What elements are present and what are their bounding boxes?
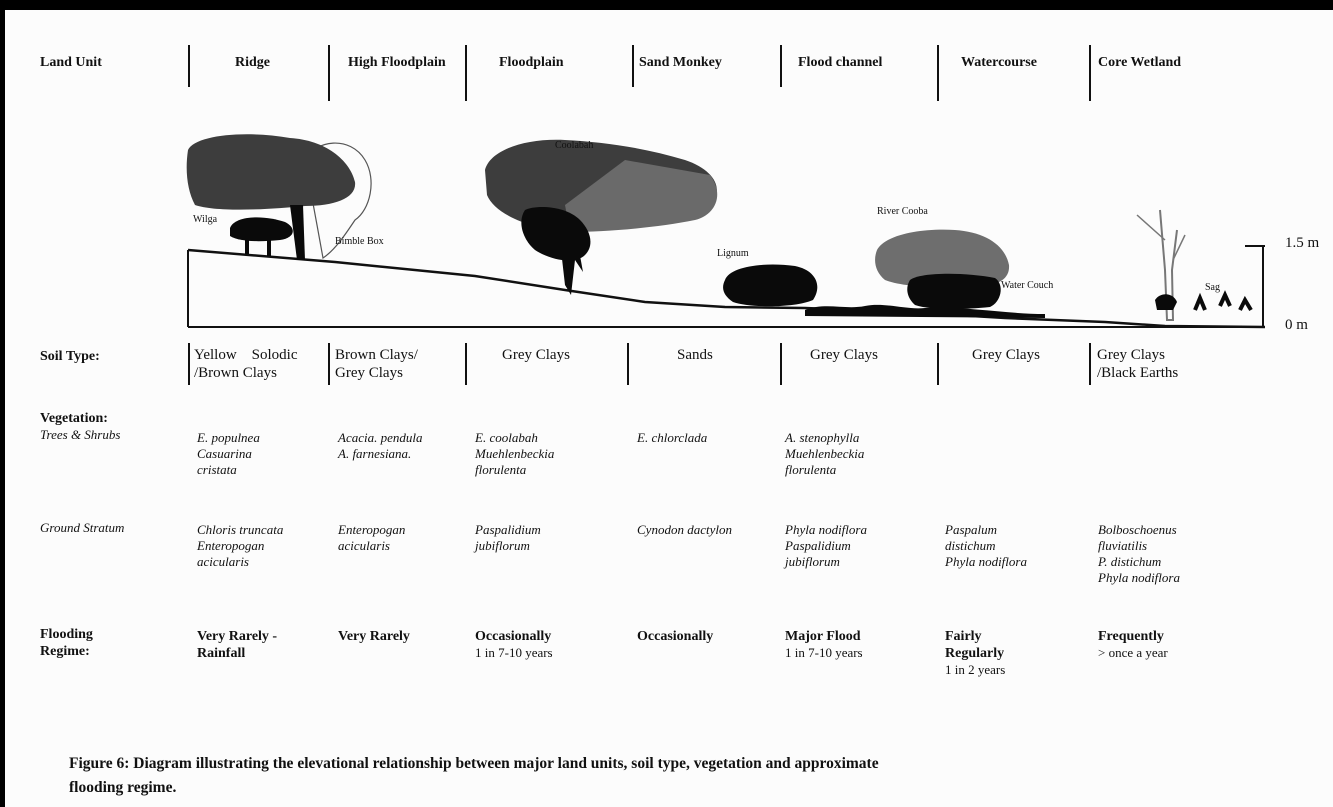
sag-clump — [1155, 294, 1177, 310]
ground-scrub — [805, 304, 1045, 318]
figure-caption-line2: flooding regime. — [69, 779, 177, 796]
ground-stratum-label: Ground Stratum — [40, 520, 125, 535]
divider — [328, 343, 330, 385]
divider — [632, 45, 634, 87]
trees-ridge: E. populnea Casuarina cristata — [197, 430, 260, 477]
soil-watercourse: Grey Clays — [972, 347, 1040, 363]
ground-ridge: Chloris truncata Enteropogan acicularis — [197, 522, 284, 569]
scale-label-top: 1.5 m — [1285, 235, 1320, 251]
ground-sand-monkey: Cynodon dactylon — [637, 522, 732, 537]
ground-high-floodplain: Enteropogan acicularis — [338, 522, 406, 553]
flooding-sub: 1 in 2 years — [945, 662, 1006, 677]
ground-floodplain: Paspalidium jubiflorum — [475, 522, 541, 553]
flooding-main: Occasionally — [475, 629, 552, 644]
flooding-floodplain: Occasionally 1 in 7-10 years — [475, 628, 553, 661]
plant-label-coolabah: Coolabah — [555, 140, 594, 151]
plant-label-lignum: Lignum — [717, 248, 749, 259]
coolabah-trunk — [561, 250, 583, 295]
divider — [1089, 45, 1091, 101]
plant-label-water-couch: Water Couch — [1001, 280, 1054, 291]
wilga-trunk — [267, 238, 271, 256]
coolabah-canopy-light — [565, 160, 718, 232]
flooding-flood-channel: Major Flood 1 in 7-10 years — [785, 628, 863, 661]
trees-flood-channel: A. stenophylla Muehlenbeckia florulenta — [785, 430, 865, 477]
flooding-sub: 1 in 7-10 years — [785, 645, 863, 660]
soil-type-label: Soil Type: — [40, 349, 100, 364]
divider — [188, 343, 190, 385]
river-cooba-canopy — [875, 229, 1010, 288]
divider — [937, 45, 939, 101]
flooding-label-line2: Regime: — [40, 644, 90, 659]
land-unit-ridge: Ridge — [235, 55, 270, 70]
land-unit-sand-monkey: Sand Monkey — [639, 55, 722, 70]
flooding-main: Very Rarely — [338, 629, 410, 644]
flooding-main: Frequently — [1098, 629, 1164, 644]
flooding-sub: > once a year — [1098, 645, 1168, 660]
plant-label-sag: Sag — [1205, 282, 1220, 293]
flooding-sand-monkey: Occasionally — [637, 628, 713, 645]
trees-floodplain: E. coolabah Muehlenbeckia florulenta — [475, 430, 555, 477]
flooding-main: Major Flood — [785, 629, 861, 644]
wilga-trunk — [245, 238, 249, 254]
ground-watercourse: Paspalum distichum Phyla nodiflora — [945, 522, 1027, 569]
divider — [780, 343, 782, 385]
flooding-high-floodplain: Very Rarely — [338, 628, 410, 645]
flooding-core-wetland: Frequently > once a year — [1098, 628, 1168, 661]
soil-flood-channel: Grey Clays — [810, 347, 878, 363]
trees-high-floodplain: Acacia. pendula A. farnesiana. — [338, 430, 423, 461]
ground-flood-channel: Phyla nodiflora Paspalidium jubiflorum — [785, 522, 867, 569]
soil-floodplain: Grey Clays — [502, 347, 570, 363]
flooding-watercourse: Fairly Regularly 1 in 2 years — [945, 628, 1005, 678]
soil-sand-monkey: Sands — [677, 347, 713, 363]
divider — [465, 343, 467, 385]
ridge-tree-canopy — [186, 134, 356, 210]
land-unit-core-wetland: Core Wetland — [1098, 55, 1182, 70]
figure-caption-line1: Figure 6: Diagram illustrating the eleva… — [69, 755, 879, 772]
flooding-label-line1: Flooding — [40, 627, 93, 642]
land-unit-floodplain: Floodplain — [499, 55, 564, 70]
figure-frame: Land Unit Ridge High Floodplain Floodpla… — [5, 10, 1333, 807]
flooding-main: Fairly Regularly — [945, 629, 1005, 661]
plant-label-river-cooba: River Cooba — [877, 206, 928, 217]
trees-shrubs-label: Trees & Shrubs — [40, 427, 121, 442]
plant-label-wilga: Wilga — [193, 214, 218, 225]
dead-tree — [1159, 209, 1178, 321]
land-unit-label: Land Unit — [40, 55, 102, 70]
divider — [627, 343, 629, 385]
wilga-shrub — [230, 217, 293, 242]
flooding-sub: 1 in 7-10 years — [475, 645, 553, 660]
vegetation-label: Vegetation: — [40, 411, 108, 426]
coolabah-lower-canopy — [521, 207, 591, 261]
flooding-main: Very Rarely - Rainfall — [197, 629, 278, 661]
flooding-main: Occasionally — [637, 629, 714, 644]
divider — [188, 45, 190, 87]
soil-high-floodplain: Brown Clays/ Grey Clays — [335, 347, 418, 381]
ridge-tree-trunk — [290, 205, 305, 260]
flooding-ridge: Very Rarely - Rainfall — [197, 628, 277, 662]
scale-label-bottom: 0 m — [1285, 317, 1308, 333]
soil-core-wetland: Grey Clays /Black Earths — [1097, 347, 1179, 381]
elevation-profile — [186, 134, 1266, 329]
divider — [465, 45, 467, 101]
land-unit-flood-channel: Flood channel — [798, 55, 883, 70]
divider — [937, 343, 939, 385]
sag-clump — [1193, 290, 1253, 312]
trees-sand-monkey: E. chlorclada — [637, 430, 708, 445]
divider — [328, 45, 330, 101]
dead-tree-branches — [1136, 214, 1186, 261]
ground-core-wetland: Bolboschoenus fluviatilis P. distichum P… — [1098, 522, 1180, 585]
plant-label-bimble-box: Bimble Box — [335, 236, 384, 247]
divider — [780, 45, 782, 87]
soil-ridge: Yellow Solodic /Brown Clays — [194, 347, 298, 381]
divider — [1089, 343, 1091, 385]
lignum-shrub — [723, 264, 818, 307]
land-unit-watercourse: Watercourse — [961, 55, 1037, 70]
land-unit-high-floodplain: High Floodplain — [348, 55, 446, 70]
ground-surface — [187, 248, 1266, 329]
water-couch-shrub — [907, 273, 1001, 310]
